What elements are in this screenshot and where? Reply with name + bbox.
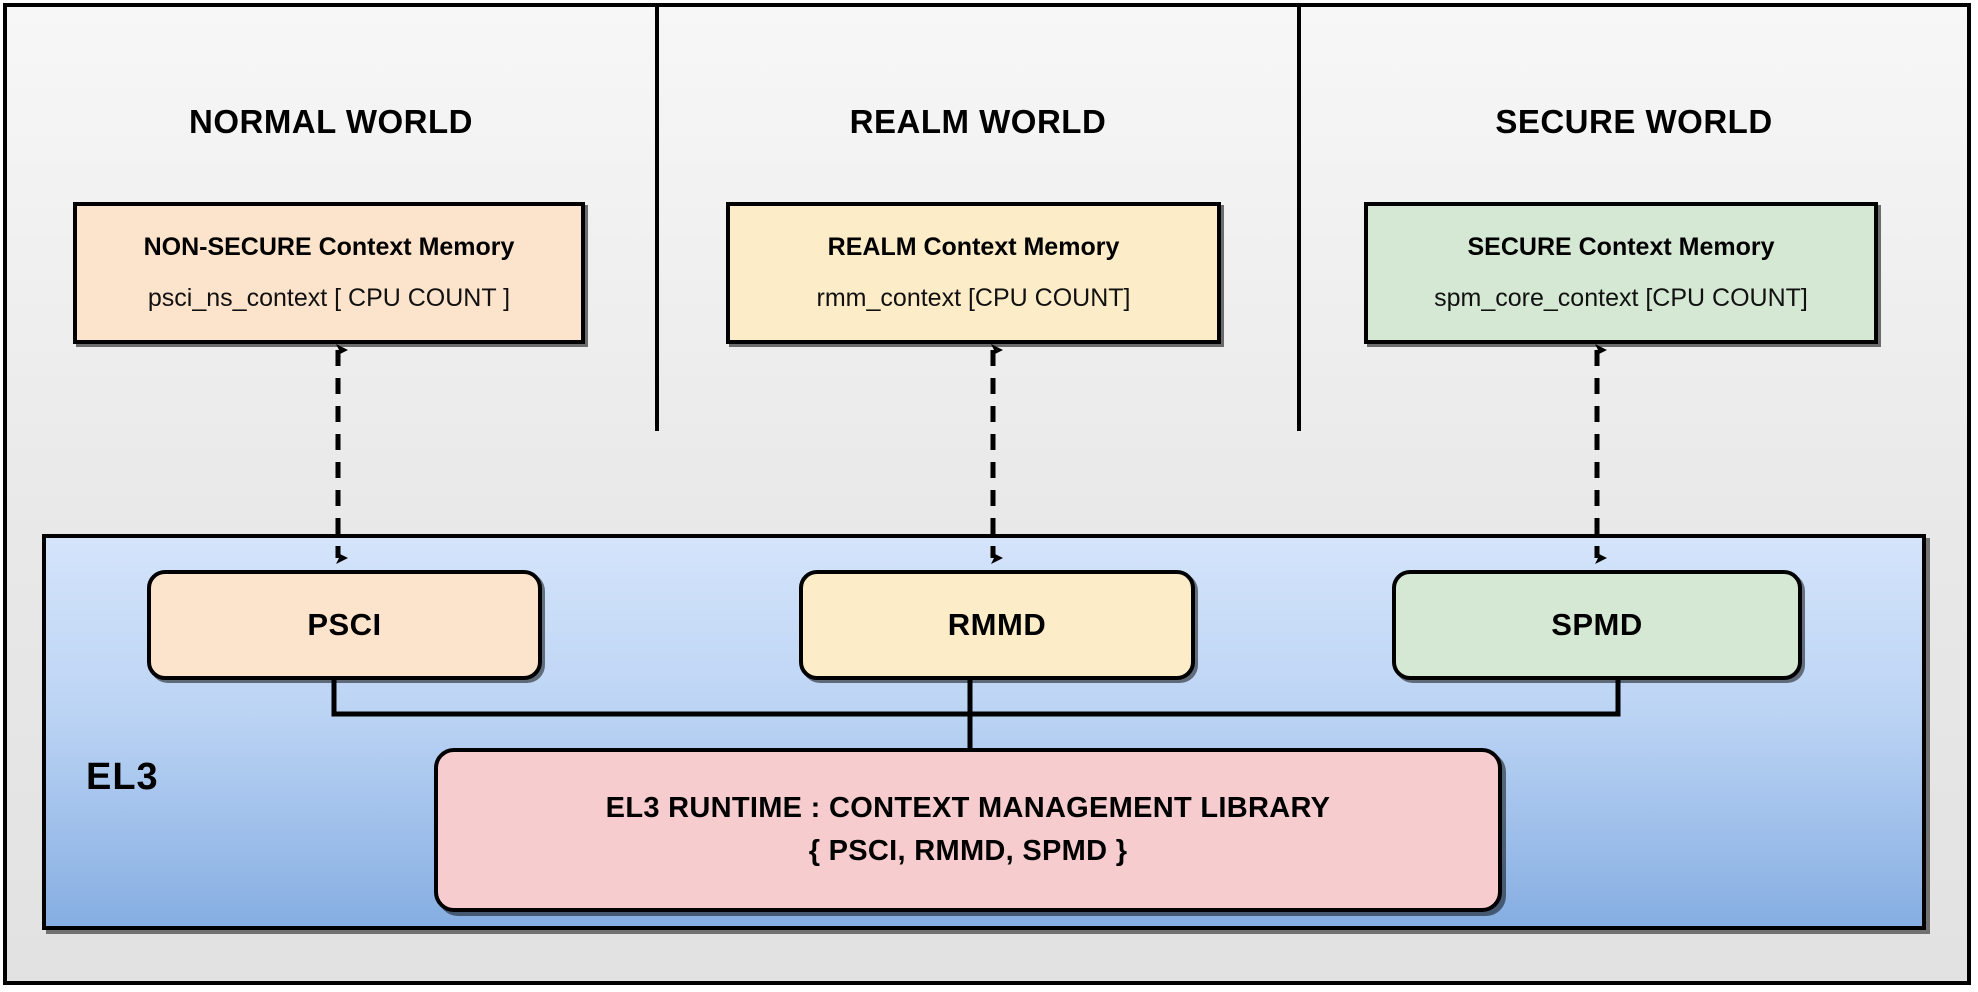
world-panel-normal: NORMAL WORLD [7, 7, 655, 431]
el3-runtime-members: { PSCI, RMMD, SPMD } [808, 835, 1128, 867]
context-memory-box-secure[interactable]: SECURE Context Memory spm_core_context [… [1364, 202, 1878, 344]
service-box-rmmd[interactable]: RMMD [799, 570, 1195, 680]
context-memory-box-realm[interactable]: REALM Context Memory rmm_context [CPU CO… [726, 202, 1221, 344]
context-memory-box-non-secure[interactable]: NON-SECURE Context Memory psci_ns_contex… [73, 202, 585, 344]
world-title-secure: SECURE WORLD [1495, 103, 1773, 140]
world-divider-2 [1297, 7, 1301, 431]
service-box-spmd[interactable]: SPMD [1392, 570, 1802, 680]
world-divider-1 [655, 7, 659, 431]
el3-runtime-context-management-box[interactable]: EL3 RUNTIME : CONTEXT MANAGEMENT LIBRARY… [434, 748, 1502, 912]
service-label-spmd: SPMD [1551, 607, 1643, 642]
context-memory-symbol-non-secure: psci_ns_context [ CPU COUNT ] [147, 284, 511, 312]
world-title-normal: NORMAL WORLD [188, 103, 474, 140]
context-memory-title-secure: SECURE Context Memory [1467, 233, 1775, 261]
world-panel-realm: REALM WORLD [659, 7, 1297, 431]
context-memory-symbol-secure: spm_core_context [CPU COUNT] [1434, 284, 1808, 312]
world-title-realm: REALM WORLD [849, 103, 1107, 140]
context-memory-symbol-realm: rmm_context [CPU COUNT] [816, 284, 1131, 312]
service-label-psci: PSCI [307, 607, 382, 642]
context-memory-title-realm: REALM Context Memory [827, 233, 1120, 261]
worlds-strip: NORMAL WORLD REALM WORLD SECURE WORLD [7, 7, 1967, 431]
service-label-rmmd: RMMD [947, 607, 1047, 642]
el3-runtime-title: EL3 RUNTIME : CONTEXT MANAGEMENT LIBRARY [605, 792, 1331, 824]
context-memory-title-non-secure: NON-SECURE Context Memory [143, 233, 515, 261]
service-box-psci[interactable]: PSCI [147, 570, 542, 680]
world-panel-secure: SECURE WORLD [1301, 7, 1967, 431]
el3-panel-label: EL3 [86, 756, 159, 798]
